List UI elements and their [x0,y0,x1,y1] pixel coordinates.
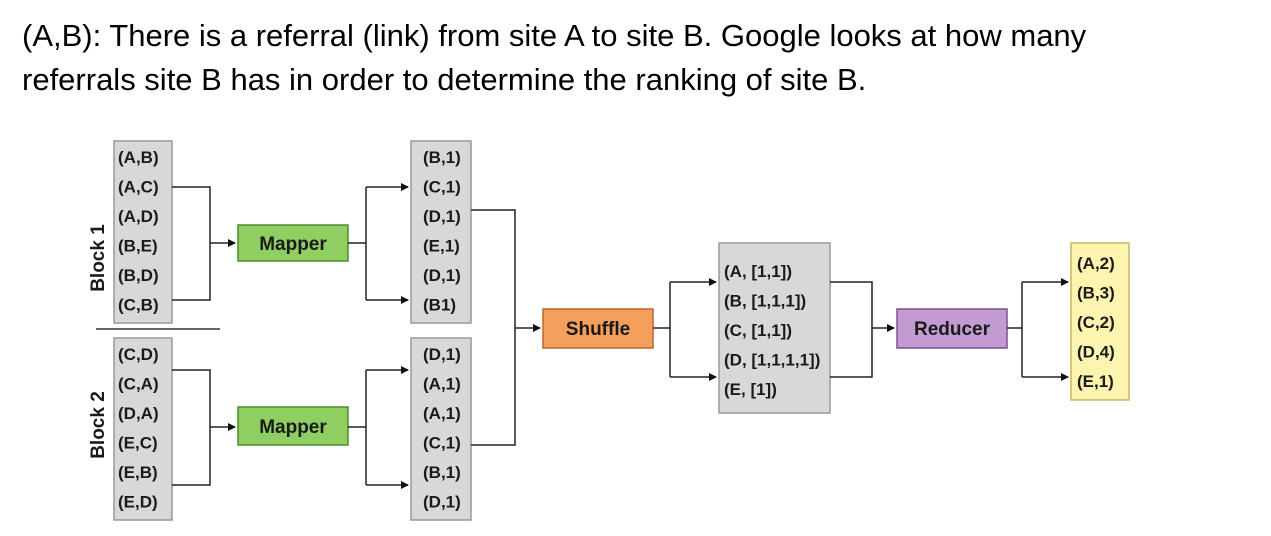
block-2-item: (C,D) [118,345,159,364]
reduce-output-item: (A,2) [1077,254,1115,273]
block-1-item: (B,E) [118,237,158,256]
block-2-item: (C,A) [118,375,159,394]
map-output-2-item: (C,1) [423,434,461,453]
mapper-1-box [237,224,349,262]
block-2-item: (D,A) [118,404,159,423]
shuffle-label: Shuffle [566,319,630,340]
shuffle-output-item: (A, [1,1]) [724,262,792,281]
map-output-2-box [410,337,472,521]
mapper-2-label: Mapper [259,417,327,438]
block-1-label: Block 1 [88,224,109,292]
block-1-item: (A,B) [118,148,159,167]
block-2-item: (E,C) [118,434,158,453]
map-to-shuffle-bracket [471,209,516,446]
caption: (A,B): There is a referral (link) from s… [22,14,1262,102]
map-output-1-item: (D,1) [423,266,461,285]
map-output-1-item: (C,1) [423,178,461,197]
caption-line-1: (A,B): There is a referral (link) from s… [22,18,1087,53]
block-1-item: (C,B) [118,296,159,315]
block-1-box [113,140,173,324]
shuffle-output-box [718,242,831,414]
map-output-2-item: (D,1) [423,345,461,364]
map-output-1-item: (E,1) [423,237,460,256]
caption-line-2: referrals site B has in order to determi… [22,62,867,97]
shuffle-output-item: (E, [1]) [724,380,777,399]
block-2-bracket [172,369,211,486]
reduce-output-box [1070,242,1130,401]
map-output-2-item: (A,1) [423,404,461,423]
map-output-1-item: (B,1) [423,148,461,167]
map-output-2-item: (D,1) [423,493,461,512]
reducer-label: Reducer [914,319,991,340]
block-1-item: (A,C) [118,178,159,197]
mapper-1-label: Mapper [259,234,327,255]
map-output-2-item: (A,1) [423,375,461,394]
map-output-2-item: (B,1) [423,463,461,482]
reduce-output-item: (E,1) [1077,372,1114,391]
shuffle-output-item: (B, [1,1,1]) [724,292,806,311]
block-1-item: (A,D) [118,207,159,226]
block-1-item: (B,D) [118,266,159,285]
mapper-2-box [237,406,349,446]
reduce-output-item: (B,3) [1077,284,1115,303]
shuffle-output-item: (D, [1,1,1,1]) [724,351,820,370]
reduce-output-item: (D,4) [1077,343,1115,362]
block-1-bracket [172,186,211,301]
shuffle-output-item: (C, [1,1]) [724,321,792,340]
map-output-1-item: (D,1) [423,207,461,226]
map-output-1-item: (B1) [423,296,456,315]
block-2-box [113,337,173,521]
reduce-output-item: (C,2) [1077,313,1115,332]
block-2-item: (E,B) [118,463,158,482]
shuffle-to-reducer-bracket [830,281,873,378]
map-output-1-box [410,140,472,324]
block-2-label: Block 2 [88,391,109,459]
block-2-item: (E,D) [118,493,158,512]
